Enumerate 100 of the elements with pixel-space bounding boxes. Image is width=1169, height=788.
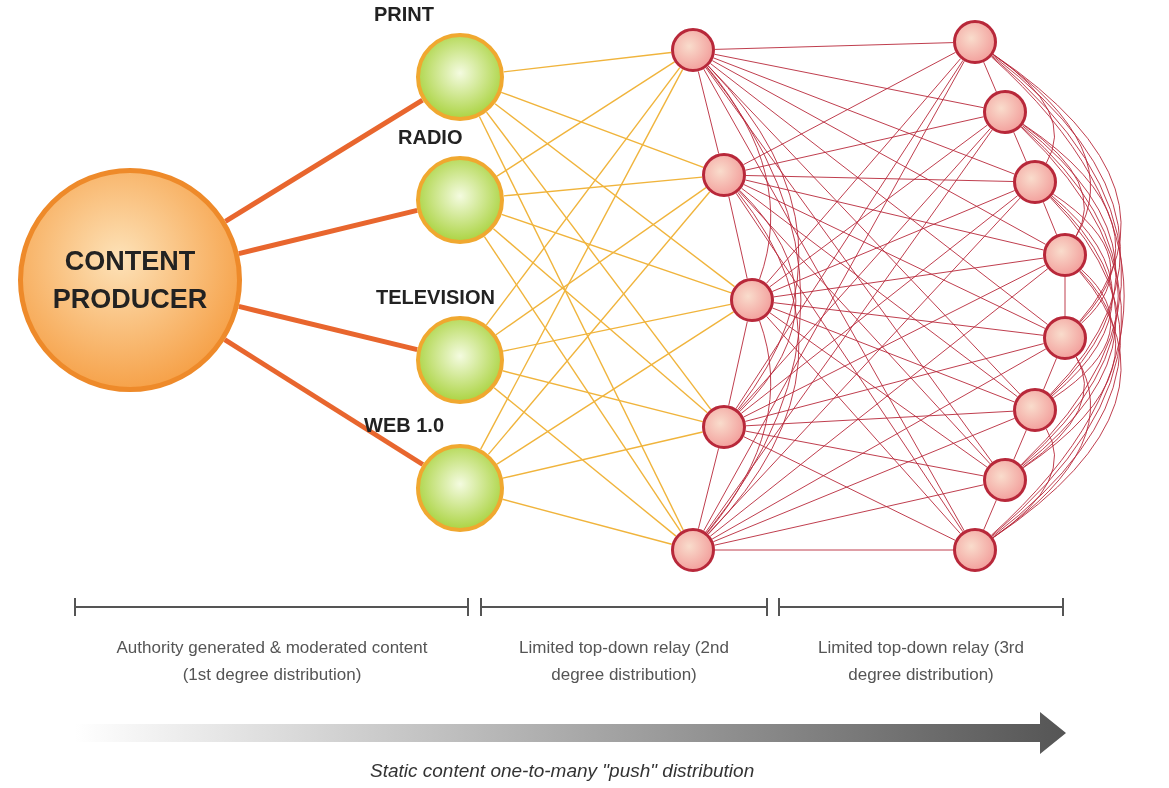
connector-line xyxy=(991,55,1122,466)
connector-line xyxy=(1064,276,1066,317)
node-label: PRINT xyxy=(374,3,434,26)
connector-line xyxy=(1052,193,1112,324)
connector-line xyxy=(485,66,681,326)
circle-node xyxy=(702,405,746,449)
connector-line xyxy=(773,257,1044,298)
connector-line xyxy=(992,54,1121,395)
circle-node xyxy=(953,528,997,572)
connector-line xyxy=(992,271,1122,539)
connector-line xyxy=(983,61,997,93)
section-label: Limited top-down relay (2nd degree distribution) xyxy=(519,637,729,686)
connector-line xyxy=(706,66,772,280)
connector-line xyxy=(714,42,954,50)
connector-line xyxy=(990,56,1125,536)
connector-line xyxy=(707,65,1021,395)
section-label: Limited top-down relay (3rd degree distribution) xyxy=(817,637,1025,686)
connector-line xyxy=(743,184,1046,329)
connector-line xyxy=(494,103,736,288)
connector-line xyxy=(1042,201,1058,236)
circle-node xyxy=(702,153,746,197)
connector-line xyxy=(1021,126,1119,466)
connector-line xyxy=(500,91,705,168)
connector-line xyxy=(1052,269,1112,399)
connector-line xyxy=(742,51,957,166)
caption: Static content one-to-many "push" distribution xyxy=(370,760,755,782)
connector-line xyxy=(738,190,991,465)
connector-line xyxy=(238,303,418,353)
connector-line xyxy=(492,228,708,414)
connector-line xyxy=(496,61,676,177)
connector-line xyxy=(502,303,732,352)
connector-line xyxy=(728,321,748,406)
circle-node xyxy=(1043,316,1087,360)
connector-line xyxy=(713,57,1015,175)
connector-line xyxy=(478,115,684,531)
connector-line xyxy=(735,59,964,410)
connector-line xyxy=(992,428,1055,539)
connector-line xyxy=(707,197,1021,535)
connector-line xyxy=(1043,357,1057,391)
connector-line xyxy=(238,207,418,257)
circle-node xyxy=(1043,233,1087,277)
circle-node xyxy=(983,90,1027,134)
connector-line xyxy=(503,176,703,197)
circle-node xyxy=(1013,388,1057,432)
connector-line xyxy=(711,348,1047,540)
connector-line xyxy=(714,549,954,551)
connector-line xyxy=(745,116,984,171)
connector-line xyxy=(709,63,1049,325)
connector-line xyxy=(503,51,672,73)
connector-line xyxy=(707,191,800,535)
connector-line xyxy=(769,124,988,288)
connector-line xyxy=(744,179,1045,251)
connector-line xyxy=(1021,125,1116,396)
connector-line xyxy=(744,343,1045,422)
node-label: CONTENT PRODUCER xyxy=(51,245,209,316)
connector-line xyxy=(983,499,997,531)
connector-line xyxy=(501,498,673,545)
connector-line xyxy=(1013,429,1027,461)
connector-line xyxy=(1022,123,1116,323)
connector-line xyxy=(1021,196,1116,467)
connector-line xyxy=(738,127,991,412)
connector-line xyxy=(1013,131,1027,163)
connector-line xyxy=(743,436,956,541)
connector-line xyxy=(771,190,1016,292)
connector-line xyxy=(773,302,1044,336)
connector-line xyxy=(992,53,1122,322)
connector-line xyxy=(502,431,704,479)
circle-node xyxy=(983,458,1027,502)
node-label: RADIO xyxy=(398,126,463,149)
connector-line xyxy=(991,126,1122,537)
circle-node xyxy=(671,28,715,72)
connector-line xyxy=(697,447,720,530)
connector-line xyxy=(745,410,1014,427)
connector-line xyxy=(487,191,711,456)
connector-line xyxy=(501,370,704,423)
connector-line xyxy=(728,196,748,279)
connector-line xyxy=(712,417,1016,543)
connector-line xyxy=(493,387,677,537)
connector-line xyxy=(735,192,964,533)
connector-line xyxy=(769,312,988,468)
connector-line xyxy=(745,175,1014,182)
connector-line xyxy=(705,67,993,463)
connector-line xyxy=(992,197,1121,538)
connector-line xyxy=(709,268,1049,537)
connector-line xyxy=(743,264,1046,418)
node-label: WEB 1.0 xyxy=(364,414,445,437)
node-label: TELEVISION xyxy=(376,286,495,309)
connector-line xyxy=(772,307,1015,403)
connector-line xyxy=(480,68,684,450)
connector-line xyxy=(1022,270,1116,469)
connector-line xyxy=(1051,195,1113,397)
connector-line xyxy=(705,129,993,533)
connector-line xyxy=(483,235,682,533)
connector-line xyxy=(714,53,984,109)
connector-line xyxy=(223,337,425,467)
connector-line xyxy=(706,66,802,534)
connector-line xyxy=(697,70,720,155)
circle-node xyxy=(671,528,715,572)
section-label: Authority generated & moderated content (1st degree distribution) xyxy=(115,637,429,686)
connector-line xyxy=(500,213,732,294)
